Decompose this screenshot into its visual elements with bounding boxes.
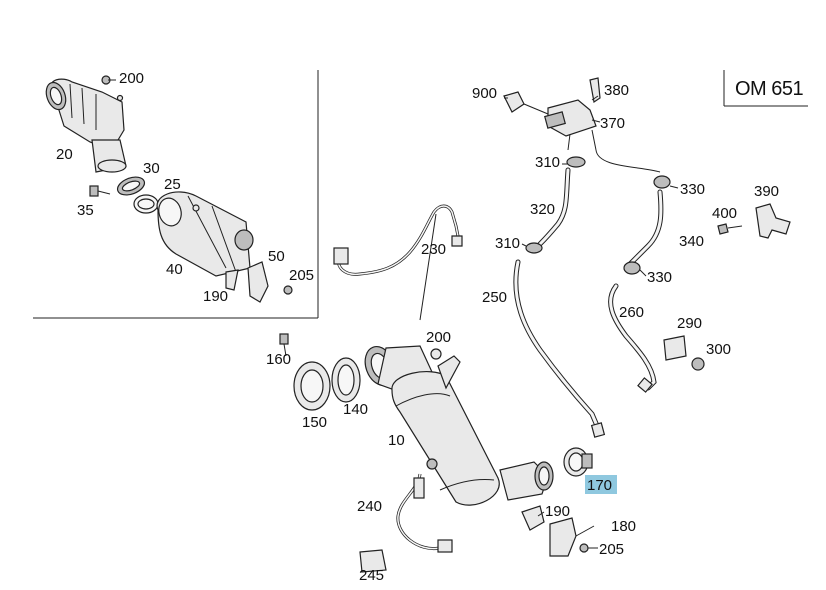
callout-300: 300	[706, 341, 731, 358]
callout-170: 170	[587, 477, 612, 494]
callout-290: 290	[677, 315, 702, 332]
callout-205-inset: 205	[289, 267, 314, 284]
callout-190-main: 190	[545, 503, 570, 520]
callout-150: 150	[302, 414, 327, 431]
pressure-sensor-group	[503, 77, 661, 173]
small-brackets	[663, 203, 791, 371]
callout-205-main: 205	[599, 541, 624, 558]
callout-330-mid: 330	[647, 269, 672, 286]
callout-310-top: 310	[535, 154, 560, 171]
callout-370: 370	[600, 115, 625, 132]
callout-35: 35	[77, 202, 94, 219]
callout-230: 230	[421, 241, 446, 258]
engine-code-label: OM 651	[735, 78, 804, 100]
callout-400: 400	[712, 205, 737, 222]
callout-900: 900	[472, 85, 497, 102]
main-dpf	[364, 345, 554, 506]
callout-320: 320	[530, 201, 555, 218]
callout-160: 160	[266, 351, 291, 368]
pressure-pipes	[513, 156, 671, 438]
callout-140: 140	[343, 401, 368, 418]
callout-25: 25	[164, 176, 181, 193]
clamp-170	[563, 447, 593, 477]
callout-245: 245	[359, 567, 384, 584]
leader-lines	[504, 95, 679, 549]
callout-40: 40	[166, 261, 183, 278]
callout-260: 260	[619, 304, 644, 321]
callout-240: 240	[357, 498, 382, 515]
clamp-and-gasket	[279, 333, 361, 411]
callout-50: 50	[268, 248, 285, 265]
callout-10: 10	[388, 432, 405, 449]
callout-250: 250	[482, 289, 507, 306]
inset-dpf-assembly	[45, 75, 293, 303]
callout-30: 30	[143, 160, 160, 177]
callout-380: 380	[604, 82, 629, 99]
callout-390: 390	[754, 183, 779, 200]
callout-labels: 200 20 30 25 35 40 50 205 190 900 380 37…	[56, 70, 779, 584]
temp-sensor-230	[333, 204, 463, 321]
bottom-bracket	[521, 505, 589, 557]
temp-sensor-240	[359, 473, 453, 573]
engine-code-box: OM 651	[723, 70, 808, 107]
callout-190-inset: 190	[203, 288, 228, 305]
callout-200-main: 200	[426, 329, 451, 346]
callout-340: 340	[679, 233, 704, 250]
callout-310-mid: 310	[495, 235, 520, 252]
callout-180: 180	[611, 518, 636, 535]
callout-330-top: 330	[680, 181, 705, 198]
callout-200-inset: 200	[119, 70, 144, 87]
inset-frame	[33, 70, 319, 319]
callout-20: 20	[56, 146, 73, 163]
callout-170-highlight	[585, 475, 617, 494]
